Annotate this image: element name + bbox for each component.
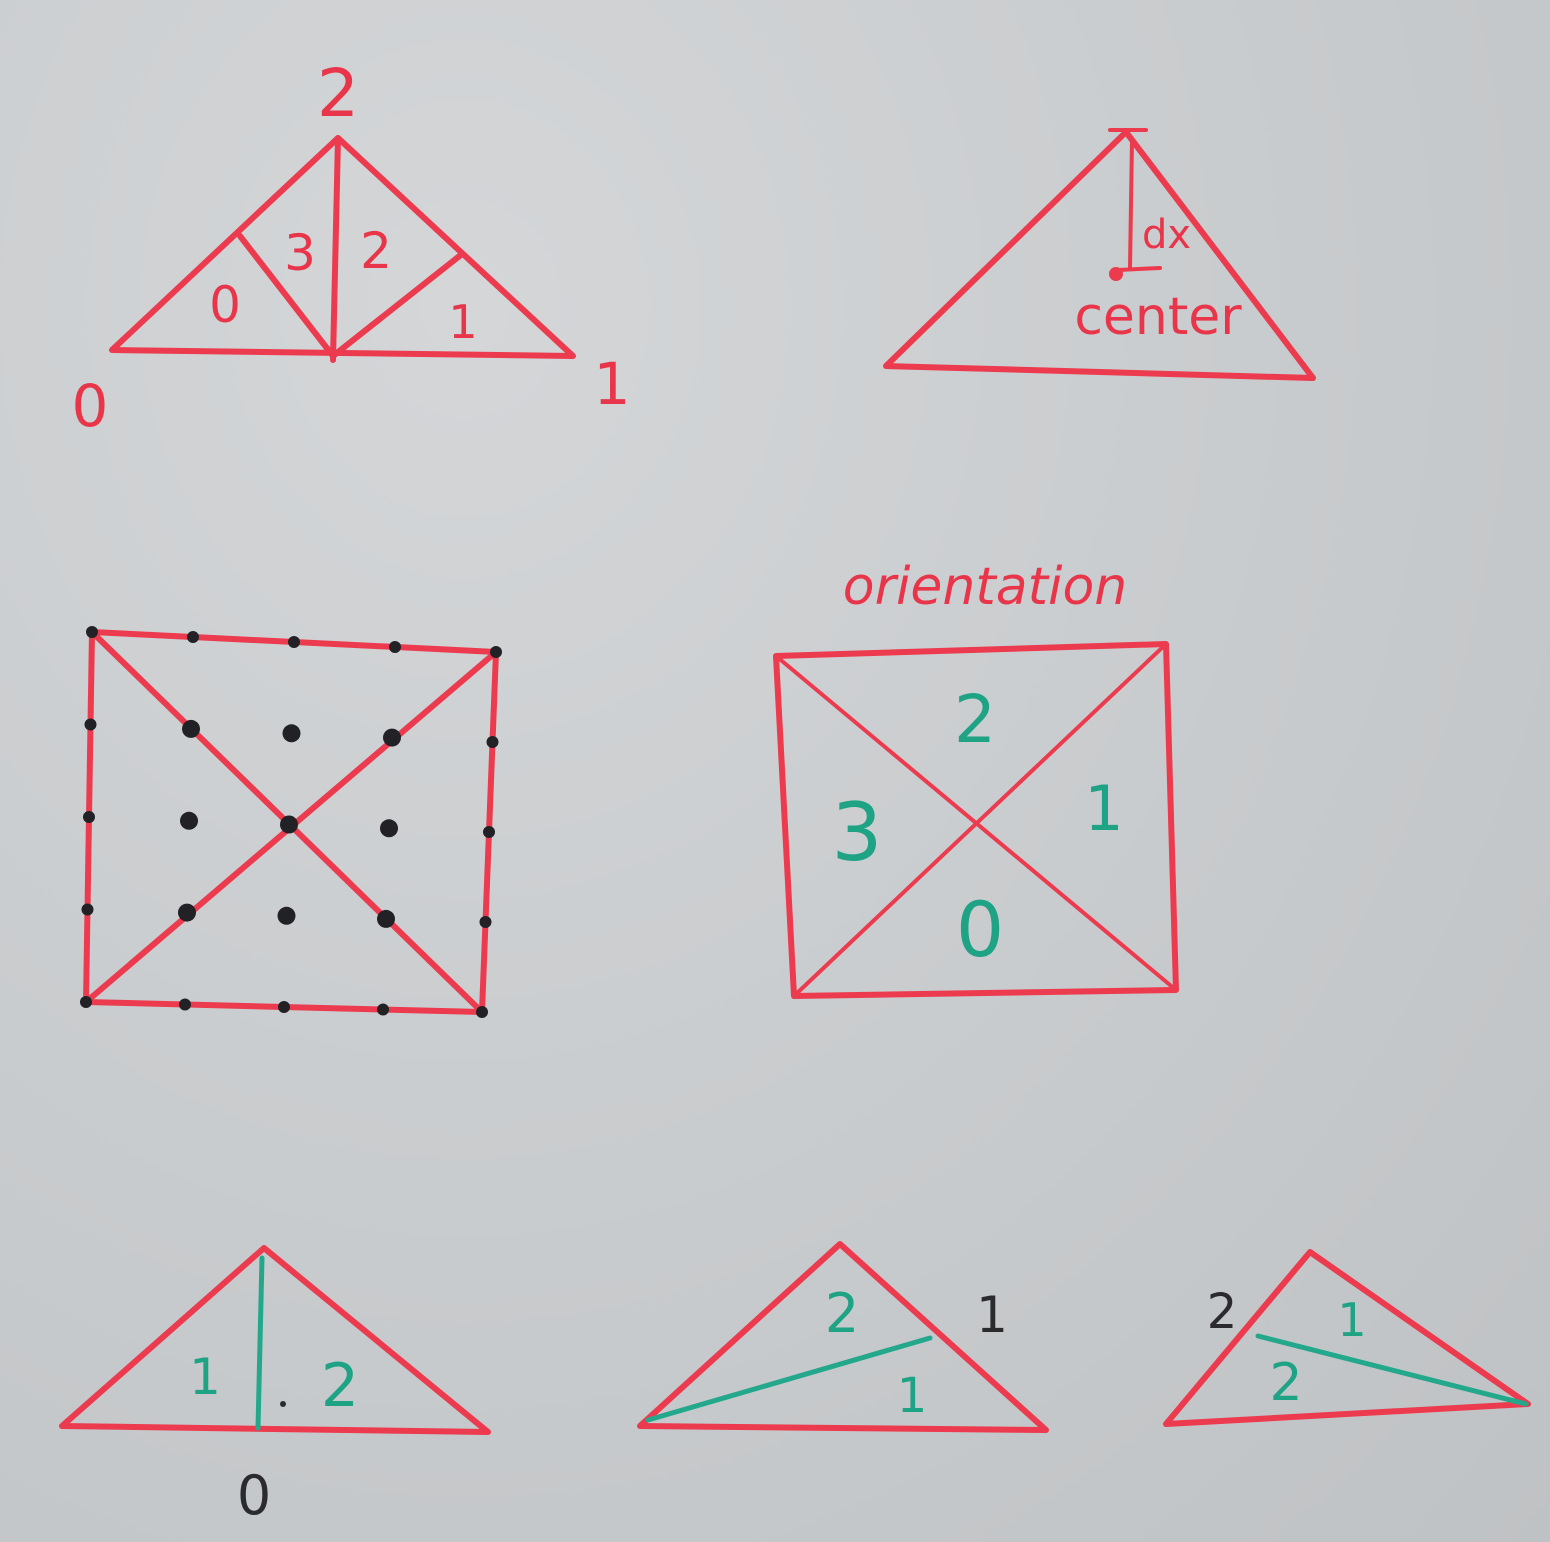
- vertex-label-left: 0: [72, 372, 109, 440]
- lattice-dot: [179, 998, 191, 1011]
- side-label: 1: [976, 1286, 1008, 1344]
- lattice-dot: [380, 819, 398, 838]
- lattice-dot: [282, 724, 301, 743]
- lattice-dot: [180, 811, 198, 830]
- region-label-top: 2: [954, 681, 996, 758]
- lattice-dot: [389, 641, 401, 653]
- orientation-figure: orientation 2 1 3 0: [773, 557, 1179, 999]
- region-label: 1: [448, 295, 477, 349]
- region-label-bottom: 2: [1269, 1353, 1302, 1413]
- region-label-left: 1: [189, 1348, 221, 1406]
- split-line: [1255, 1333, 1529, 1407]
- dx-dimension-line: [1128, 138, 1134, 270]
- lattice-dot: [278, 1001, 290, 1013]
- lattice-dot: [483, 826, 495, 838]
- triangle-outline: [637, 1241, 1049, 1433]
- dx-label: dx: [1142, 212, 1191, 258]
- lattice-dot: [479, 916, 492, 928]
- lattice-dot: [280, 815, 298, 834]
- region-label-top: 1: [1337, 1293, 1366, 1347]
- region-label: 3: [284, 224, 316, 282]
- lattice-dot: [187, 631, 199, 643]
- center-tick: [1116, 266, 1162, 272]
- region-label-top: 2: [825, 1282, 859, 1345]
- triangle-subdivision-figure: 2 0 1 0 3 2 1: [72, 55, 631, 440]
- dot-mark: [280, 1401, 286, 1407]
- split-line: [255, 1255, 265, 1431]
- center-label: center: [1074, 287, 1242, 347]
- lattice-dot: [81, 903, 94, 916]
- lattice-dot: [486, 736, 499, 748]
- region-label-bottom: 1: [897, 1368, 928, 1424]
- lattice-dot: [377, 1003, 389, 1016]
- split-line-left: [237, 233, 336, 359]
- lattice-dot: [182, 719, 200, 738]
- split-triangle-figure-a: 1 2 0: [59, 1245, 491, 1527]
- lattice-dot: [84, 718, 97, 731]
- lattice-dot: [178, 903, 196, 922]
- triangle-center-figure: dx center: [883, 128, 1316, 381]
- triangle-outline: [59, 1245, 491, 1435]
- lattice-dot: [377, 909, 395, 928]
- vertex-label-right: 1: [594, 350, 631, 418]
- region-label-right: 1: [1084, 772, 1123, 845]
- split-line-right: [330, 251, 465, 359]
- lattice-dot: [476, 1006, 488, 1018]
- triangle-outline: [883, 129, 1316, 381]
- region-label-bottom: 0: [956, 885, 1004, 974]
- median-line: [330, 135, 341, 363]
- region-label: 2: [360, 222, 392, 280]
- triangle-outline: [109, 135, 576, 359]
- lattice-dot: [383, 728, 401, 747]
- region-label-left: 3: [832, 786, 883, 879]
- region-label-right: 2: [321, 1351, 359, 1421]
- side-label: 2: [1207, 1284, 1238, 1340]
- lattice-dot: [288, 636, 300, 648]
- lattice-dot: [277, 906, 296, 925]
- sample-dots: [80, 626, 502, 1018]
- split-triangle-figure-b: 2 1 1: [637, 1241, 1049, 1433]
- bottom-label: 0: [237, 1464, 271, 1527]
- lattice-dot: [83, 811, 95, 823]
- dotted-square-figure: [80, 626, 502, 1018]
- diagonal-line: [792, 642, 1168, 998]
- vertex-label-top: 2: [317, 55, 359, 132]
- split-triangle-figure-c: 2 1 2: [1163, 1249, 1531, 1427]
- region-label: 0: [209, 276, 241, 334]
- lattice-dot: [80, 996, 92, 1008]
- center-point: [1109, 267, 1123, 281]
- triangle-outline: [1163, 1249, 1531, 1427]
- lattice-dot: [86, 626, 98, 638]
- split-line: [645, 1335, 933, 1423]
- lattice-dot: [490, 646, 502, 658]
- orientation-title: orientation: [843, 557, 1127, 617]
